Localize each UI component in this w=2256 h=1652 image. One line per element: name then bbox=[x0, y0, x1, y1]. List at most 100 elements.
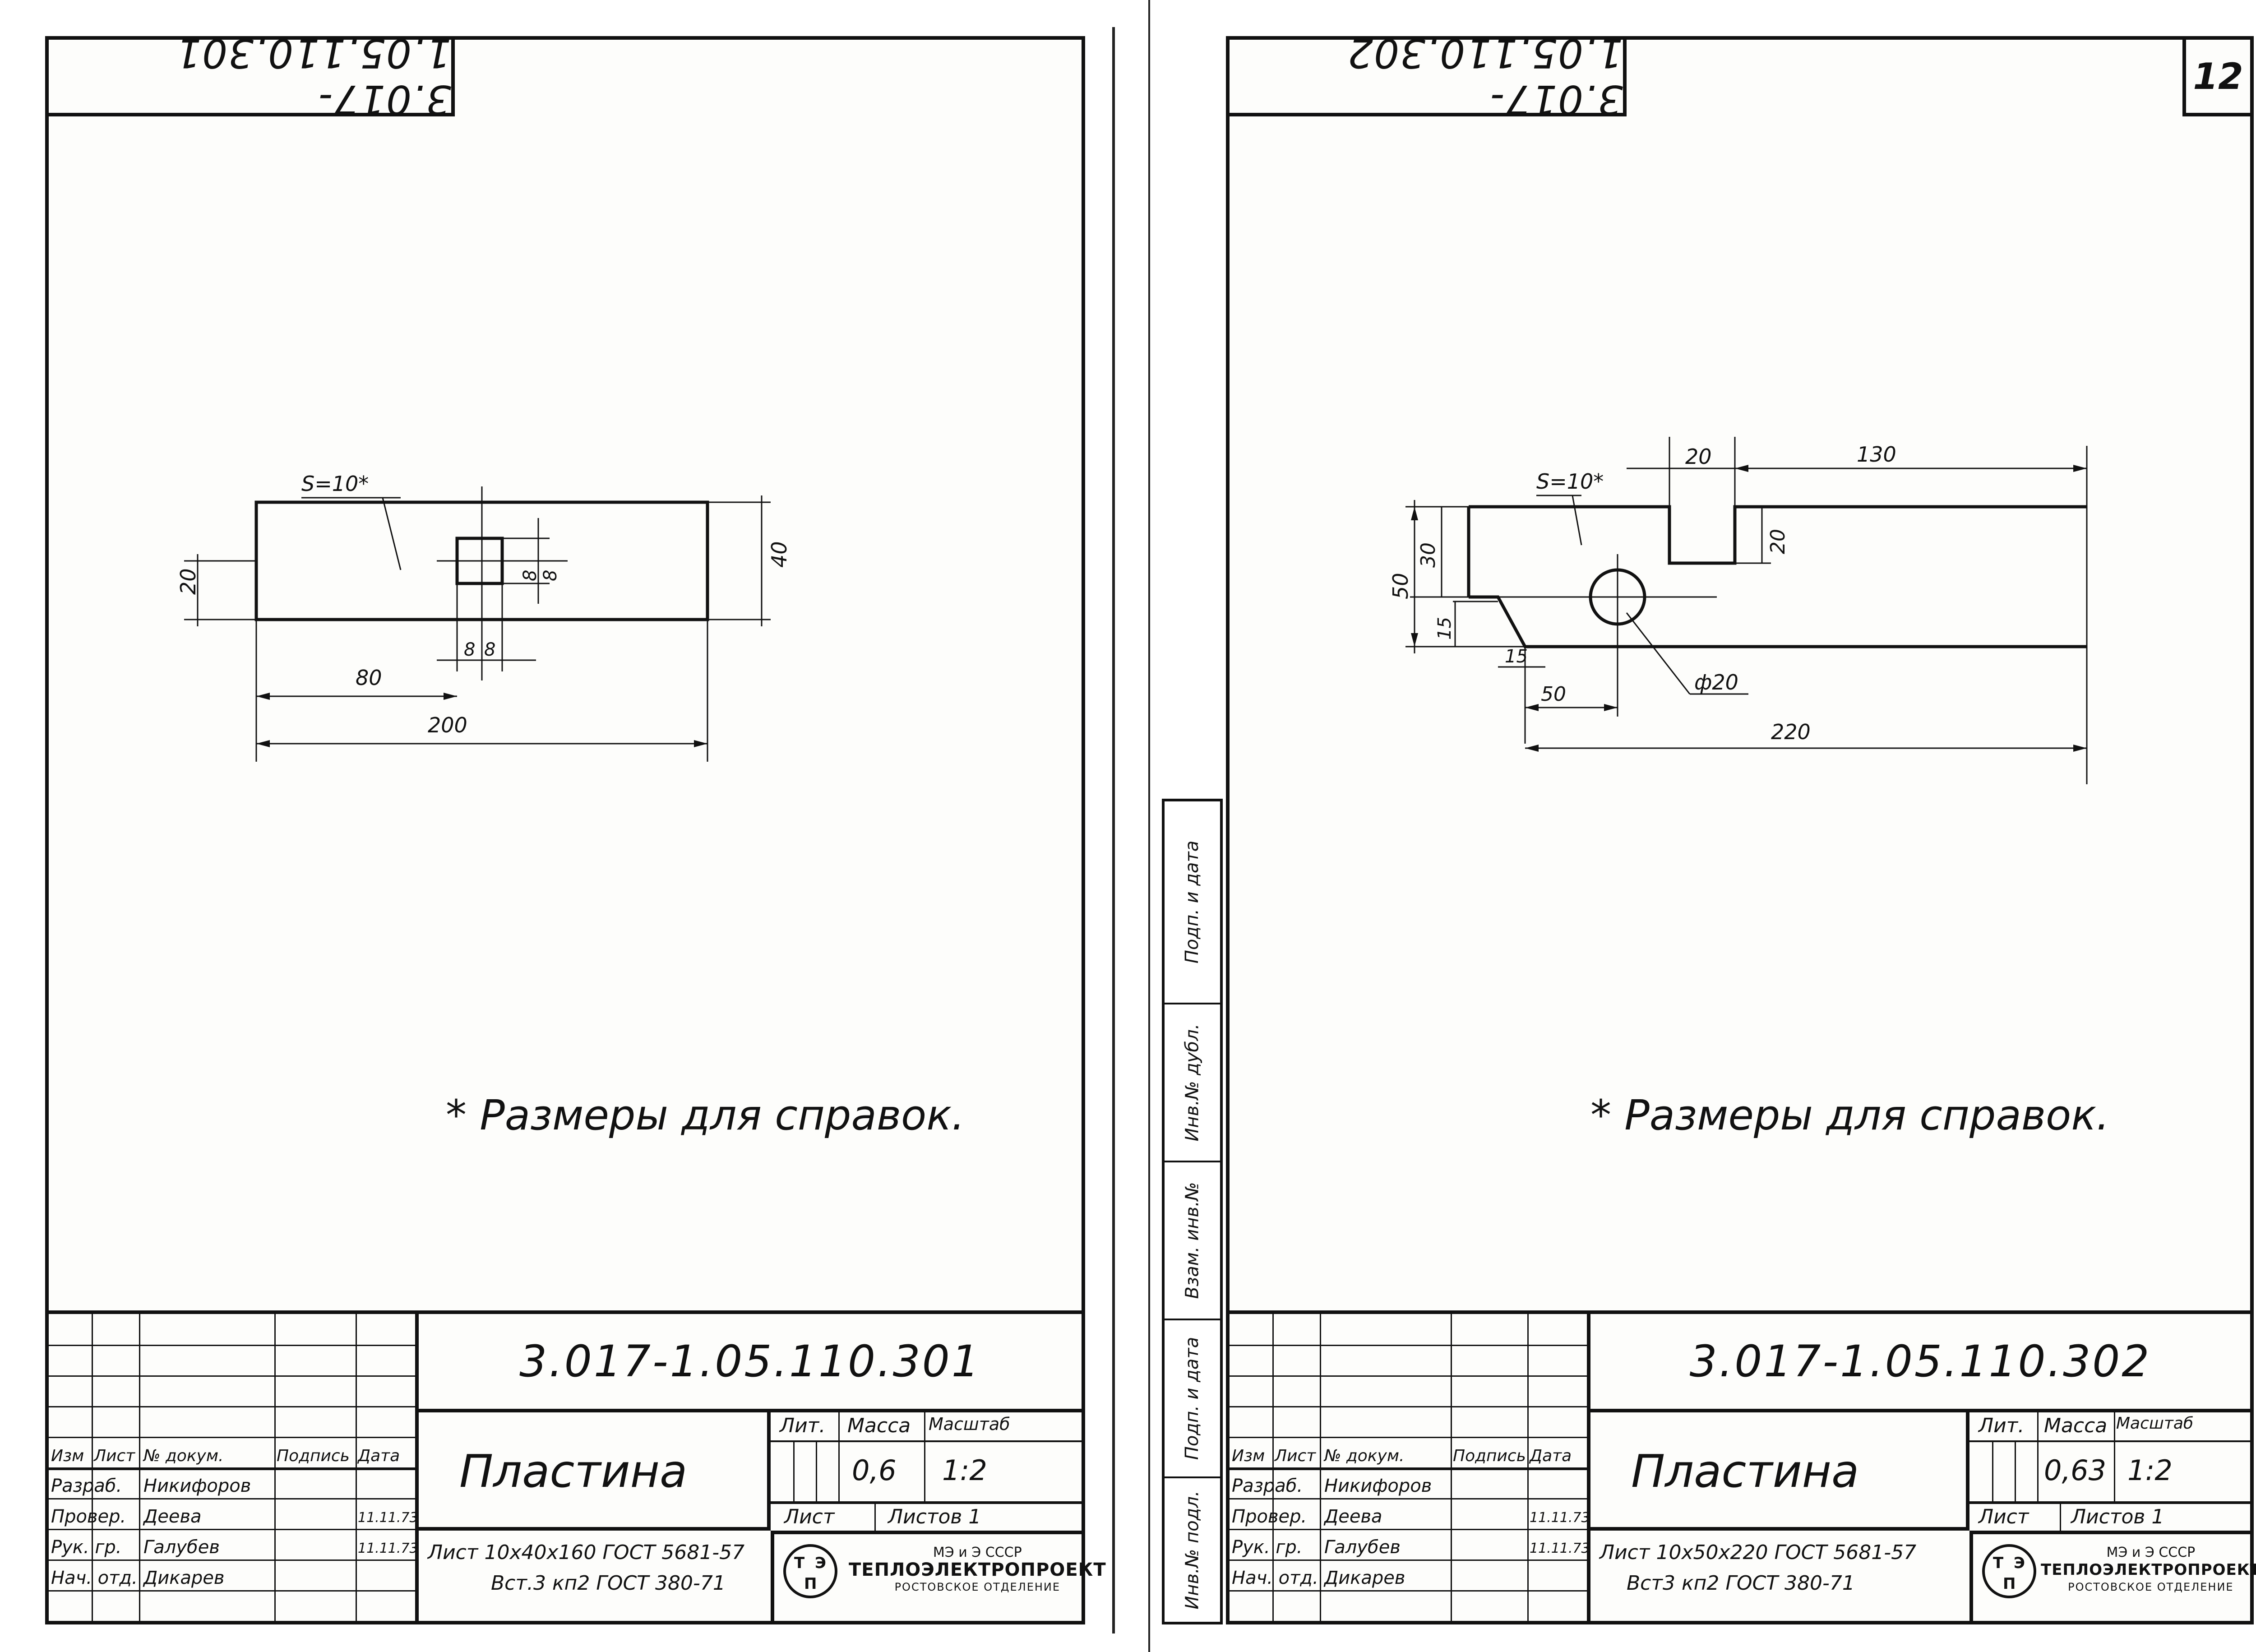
name-group-lead: Галубев bbox=[143, 1537, 220, 1558]
properties-table: Лит. Масса Масштаб 0,63 1:2 Лист Листов … bbox=[1969, 1409, 2250, 1534]
reference-note: * Размеры для справок. bbox=[1590, 1091, 2110, 1139]
signatures-table: Изм Лист № докум. Подпись Дата Разраб. Н… bbox=[49, 1314, 419, 1621]
mass-value: 0,6 bbox=[852, 1454, 897, 1487]
date-checker: 11.11.73 bbox=[358, 1510, 418, 1526]
material-spec: Лист 10х40х160 ГОСТ 5681-57 Вст.3 кп2 ГО… bbox=[428, 1537, 744, 1599]
page-number: 12 bbox=[2182, 40, 2250, 116]
dim-total-height: 40 bbox=[767, 541, 791, 568]
hdr-doc-no: № докум. bbox=[1324, 1447, 1405, 1465]
sheets-count: Листов 1 bbox=[888, 1505, 981, 1528]
role-group-lead: Рук. гр. bbox=[1232, 1537, 1303, 1558]
name-checker: Деева bbox=[143, 1506, 202, 1527]
signatures-table: Изм Лист № докум. Подпись Дата Разраб. Н… bbox=[1230, 1314, 1590, 1621]
hdr-change: Изм bbox=[1232, 1447, 1265, 1465]
hdr-signature: Подпись bbox=[277, 1447, 350, 1465]
side-stamp: Подп. и дата Инв.№ дубл. Взам. инв.№ Под… bbox=[1162, 799, 1223, 1624]
center-fold-line bbox=[1112, 27, 1115, 1633]
side-orig-no: Инв.№ подл. bbox=[1182, 1490, 1203, 1610]
date-checker: 11.11.73 bbox=[1530, 1510, 1590, 1526]
scale-label: Масштаб bbox=[929, 1414, 1010, 1434]
role-checker: Провер. bbox=[51, 1506, 126, 1527]
dim-chamfer-v: 15 bbox=[1434, 617, 1455, 640]
role-dept-head: Нач. отд. bbox=[51, 1568, 138, 1588]
page-edge-line bbox=[1148, 0, 1150, 1652]
doc-code: 3.017-1.05.110.302 bbox=[1590, 1314, 2250, 1412]
plate-drawing-302: S=10* 20 130 20 50 30 15 15 50 220 ф20 bbox=[1388, 437, 2088, 784]
dim-hole-h2: 8 bbox=[484, 639, 495, 660]
hdr-date: Дата bbox=[1530, 1447, 1572, 1465]
title-block: Изм Лист № докум. Подпись Дата Разраб. Н… bbox=[49, 1310, 1106, 1621]
sheet-label: Лист bbox=[1979, 1505, 2029, 1528]
mass-label: Масса bbox=[2044, 1414, 2108, 1437]
side-replace-no: Взам. инв.№ bbox=[1165, 1162, 1220, 1320]
sheet-label: Лист bbox=[784, 1505, 835, 1528]
sheet-code-box: 3.017-1.05.110.302 bbox=[1230, 30, 1627, 123]
drawing-sheet-301: 3.017-1.05.110.301 bbox=[45, 30, 1106, 1624]
material-line-2: Вст3 кп2 ГОСТ 380-71 bbox=[1627, 1572, 1855, 1595]
dim-hole-v2: 8 bbox=[540, 570, 561, 581]
reference-note: * Размеры для справок. bbox=[446, 1091, 965, 1139]
dim-hole-h: 8 bbox=[464, 639, 475, 660]
name-developer: Никифоров bbox=[143, 1476, 251, 1496]
role-dept-head: Нач. отд. bbox=[1232, 1568, 1318, 1588]
role-checker: Провер. bbox=[1232, 1506, 1307, 1527]
item-name: Пластина bbox=[459, 1445, 688, 1498]
name-dept-head: Дикарев bbox=[1324, 1568, 1405, 1588]
hdr-sheet: Лист bbox=[94, 1447, 135, 1465]
title-block: Изм Лист № докум. Подпись Дата Разраб. Н… bbox=[1230, 1310, 2256, 1621]
name-dept-head: Дикарев bbox=[143, 1568, 225, 1588]
dim-length: 200 bbox=[428, 713, 467, 737]
date-group-lead: 11.11.73 bbox=[358, 1541, 418, 1556]
dim-right-length: 130 bbox=[1857, 442, 1896, 467]
dim-height: 20 bbox=[176, 568, 200, 595]
date-group-lead: 11.11.73 bbox=[1530, 1541, 1590, 1556]
material-line-1: Лист 10х40х160 ГОСТ 5681-57 bbox=[428, 1541, 745, 1564]
dim-chamfer-h: 15 bbox=[1505, 646, 1528, 667]
plate-drawing-301: S=10* 20 40 8 8 8 8 80 200 bbox=[176, 472, 791, 762]
dim-upper: 30 bbox=[1417, 542, 1440, 568]
hdr-signature: Подпись bbox=[1453, 1447, 1526, 1465]
side-sign-date-2: Подп. и дата bbox=[1165, 801, 1220, 1004]
dim-hole-diameter: ф20 bbox=[1694, 670, 1738, 694]
name-box bbox=[419, 1409, 771, 1531]
role-developer: Разраб. bbox=[1232, 1476, 1303, 1496]
name-box bbox=[1590, 1409, 1969, 1531]
drawing-sheet-302: 3.017-1.05.110.302 12 bbox=[1226, 30, 2256, 1624]
hdr-doc-no: № докум. bbox=[143, 1447, 224, 1465]
name-checker: Деева bbox=[1324, 1506, 1382, 1527]
properties-table: Лит. Масса Масштаб 0,6 1:2 Лист Листов 1 bbox=[771, 1409, 1082, 1534]
dim-hole-position: 50 bbox=[1541, 683, 1566, 706]
hdr-change: Изм bbox=[51, 1447, 84, 1465]
hdr-date: Дата bbox=[358, 1447, 400, 1465]
organization-name: МЭ и Э СССР ТЕПЛОЭЛЕКТРОПРОЕКТ РОСТОВСКО… bbox=[2041, 1545, 2256, 1593]
material-line-1: Лист 10х50х220 ГОСТ 5681-57 bbox=[1600, 1541, 1917, 1564]
title-main: 3.017-1.05.110.301 Пластина Лист 10х40х1… bbox=[419, 1314, 1106, 1621]
thickness-label: S=10* bbox=[1536, 469, 1604, 494]
hdr-sheet: Лист bbox=[1275, 1447, 1316, 1465]
organization-name: МЭ и Э СССР ТЕПЛОЭЛЕКТРОПРОЕКТ РОСТОВСКО… bbox=[849, 1545, 1106, 1593]
doc-code: 3.017-1.05.110.301 bbox=[419, 1314, 1082, 1412]
item-name: Пластина bbox=[1631, 1445, 1859, 1498]
mass-label: Масса bbox=[847, 1414, 911, 1437]
dim-slot-width: 20 bbox=[1685, 444, 1712, 469]
name-developer: Никифоров bbox=[1324, 1476, 1432, 1496]
side-dup-no: Инв.№ дубл. bbox=[1165, 1004, 1220, 1162]
dim-hole-v: 8 bbox=[520, 570, 541, 581]
lit-label: Лит. bbox=[1979, 1414, 2025, 1437]
scale-label: Масштаб bbox=[2116, 1414, 2194, 1433]
dim-slot-depth: 20 bbox=[1766, 529, 1789, 554]
title-main: 3.017-1.05.110.302 Пластина Лист 10х50х2… bbox=[1590, 1314, 2256, 1621]
material-spec: Лист 10х50х220 ГОСТ 5681-57 Вст3 кп2 ГОС… bbox=[1600, 1537, 1916, 1599]
name-group-lead: Галубев bbox=[1324, 1537, 1401, 1558]
scale-value: 1:2 bbox=[2127, 1454, 2173, 1487]
material-line-2: Вст.3 кп2 ГОСТ 380-71 bbox=[491, 1572, 726, 1595]
thickness-label: S=10* bbox=[301, 472, 369, 496]
side-sign-date: Подп. и дата bbox=[1165, 1320, 1220, 1478]
scale-value: 1:2 bbox=[942, 1454, 987, 1487]
role-developer: Разраб. bbox=[51, 1476, 122, 1496]
role-group-lead: Рук. гр. bbox=[51, 1537, 122, 1558]
plate-top-edge bbox=[1469, 505, 2087, 565]
